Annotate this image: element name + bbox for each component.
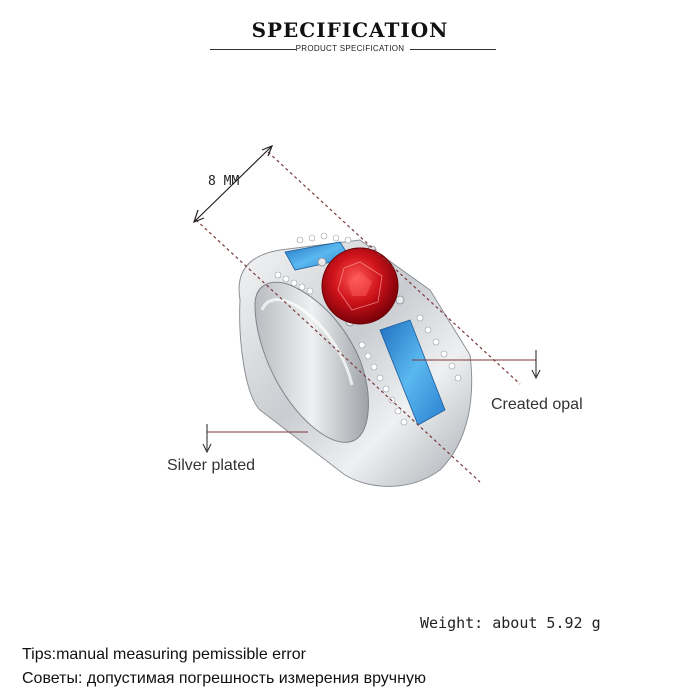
silver-plated-marker [202,424,212,454]
title-rule-right [410,49,496,50]
red-gemstone [321,247,399,325]
created-opal-label: Created opal [491,396,583,413]
weight-spec: Weight: about 5.92 g [420,614,601,632]
dimension-guides [195,151,521,483]
created-opal-marker [531,350,541,380]
page-subtitle: PRODUCT SPECIFICATION [295,44,405,53]
title-rule-left [210,49,296,50]
pave-stones-left [274,232,352,295]
opal-strip-right [379,319,446,426]
tips-russian: Советы: допустимая погрешность измерения… [22,670,426,687]
pave-stones-right [358,314,462,426]
ring-inner-hole [254,281,369,443]
page-title: SPECIFICATION [251,18,449,42]
dimension-label: 8 MM [208,174,240,189]
silver-plated-label: Silver plated [167,457,256,474]
dimension-arrow [193,144,274,224]
tips-english: Tips:manual measuring pemissible error [22,646,306,663]
